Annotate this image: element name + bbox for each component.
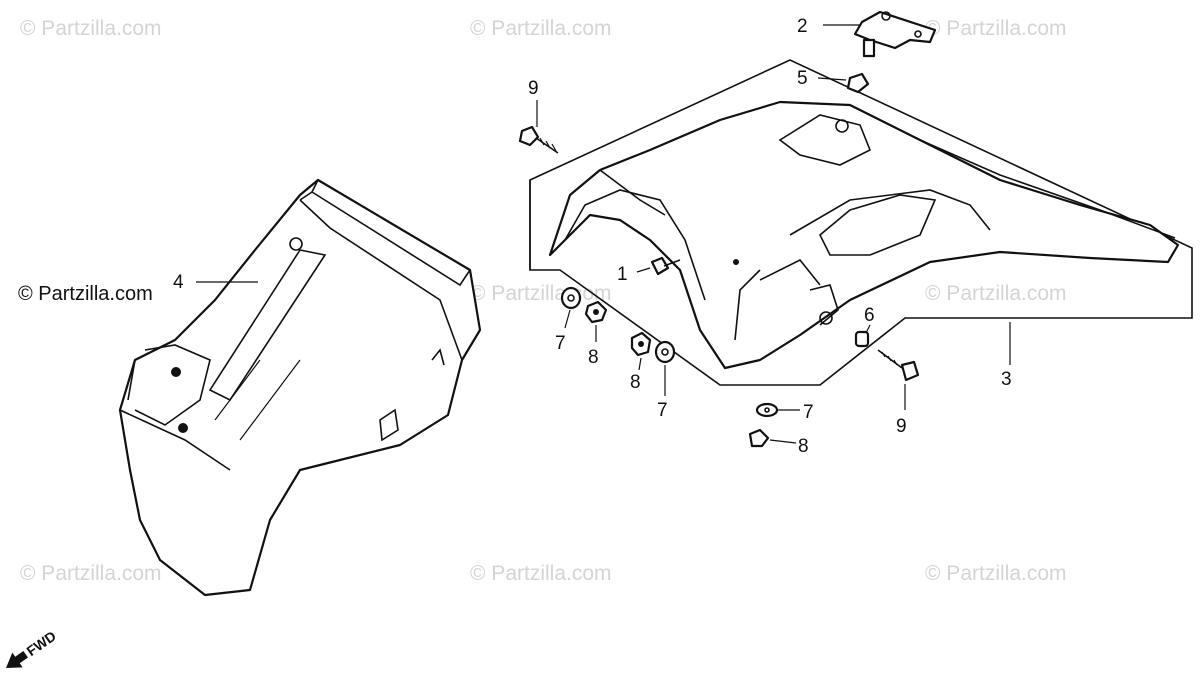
callout-8: 8	[588, 347, 599, 368]
callout-7: 7	[803, 402, 814, 423]
watermark: © Partzilla.com	[470, 562, 612, 585]
fwd-label: FWD	[24, 628, 59, 659]
watermark: © Partzilla.com	[470, 282, 612, 305]
part-8-nut[interactable]	[630, 331, 652, 357]
callout-7: 7	[555, 333, 566, 354]
callout-6: 6	[864, 305, 875, 326]
callout-1: 1	[617, 264, 628, 285]
part-5-nut[interactable]	[846, 72, 870, 94]
part-4-inner-fender[interactable]	[118, 178, 482, 597]
part-9-bolt-right[interactable]	[877, 349, 920, 382]
part-7-washer[interactable]	[560, 286, 582, 310]
part-1-bolt[interactable]	[650, 256, 681, 276]
watermark: © Partzilla.com	[925, 17, 1067, 40]
callout-9: 9	[528, 78, 539, 99]
callout-5: 5	[797, 68, 808, 89]
watermark: © Partzilla.com	[925, 282, 1067, 305]
watermark: © Partzilla.com	[20, 17, 162, 40]
watermark: © Partzilla.com	[470, 17, 612, 40]
callout-7: 7	[657, 400, 668, 421]
part-2-bracket[interactable]	[853, 10, 937, 58]
callout-8: 8	[630, 372, 641, 393]
callouts: 2 5 9 1 7 8 8 7 7 8 6 9 3 4	[173, 16, 1012, 457]
callout-8: 8	[798, 436, 809, 457]
callout-4: 4	[173, 272, 184, 293]
part-9-bolt-top[interactable]	[518, 125, 559, 154]
watermark: © Partzilla.com	[20, 562, 162, 585]
fwd-indicator: FWD	[6, 628, 59, 668]
watermarks: © Partzilla.com © Partzilla.com © Partzi…	[20, 17, 1067, 585]
leader-lines	[196, 24, 1011, 444]
callout-9: 9	[896, 416, 907, 437]
fwd-arrow-icon	[6, 650, 28, 668]
callout-3: 3	[1001, 369, 1012, 390]
watermark: © Partzilla.com	[925, 562, 1067, 585]
part-7-washer[interactable]	[755, 402, 779, 418]
part-6-collar[interactable]	[854, 330, 870, 348]
callout-2: 2	[797, 16, 808, 37]
partzilla-credit: © Partzilla.com	[18, 283, 153, 305]
part-8-nut[interactable]	[584, 300, 608, 324]
part-3-rear-fender[interactable]	[529, 59, 1193, 386]
part-8-nut[interactable]	[748, 428, 770, 448]
part-7-washer[interactable]	[654, 340, 676, 364]
